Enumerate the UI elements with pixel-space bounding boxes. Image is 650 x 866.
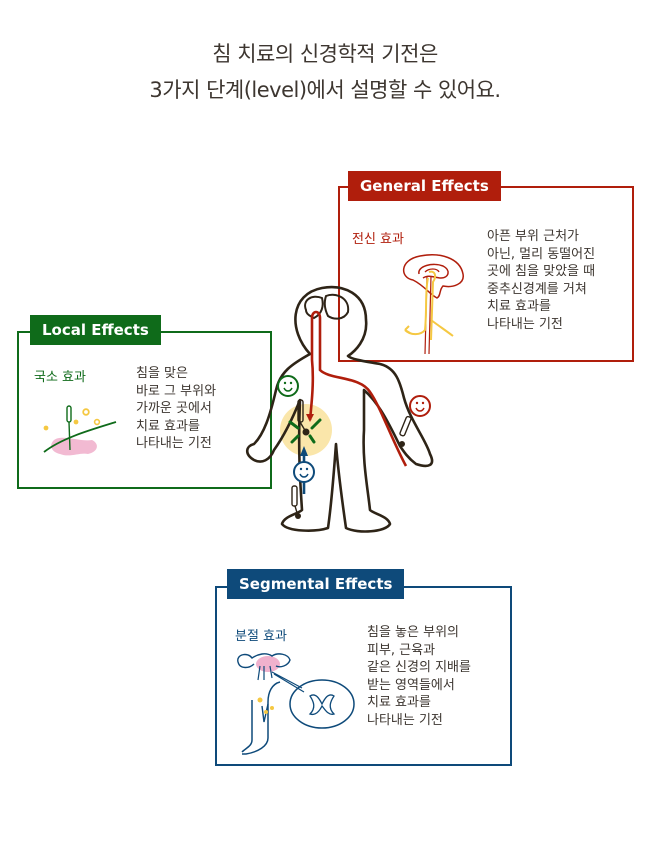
needle-skin-icon <box>43 405 117 456</box>
general-effects-description: 아픈 부위 근처가 아닌, 멀리 동떨어진 곳에 침을 맞았을 때 중추신경계를… <box>487 229 596 332</box>
heading-line-2: 3가지 단계(level)에서 설명할 수 있어요. <box>149 78 501 102</box>
local-effects-subtitle: 국소 효과 <box>34 370 86 385</box>
general-effects-subtitle: 전신 효과 <box>352 232 404 247</box>
heading-line-1: 침 치료의 신경학적 기전은 <box>212 42 438 66</box>
brain-spinal-cord-icon <box>403 254 464 355</box>
segmental-effects-description: 침을 놓은 부위의 피부, 근육과 같은 신경의 지배를 받는 영역들에서 치료… <box>367 625 471 728</box>
local-effects-description: 침을 맞은 바로 그 부위와 가까운 곳에서 치료 효과를 나타내는 기전 <box>136 366 217 451</box>
segmental-effects-tag: Segmental Effects <box>227 569 405 599</box>
segmental-effects-subtitle: 분절 효과 <box>235 629 287 644</box>
general-effects-tag: General Effects <box>348 171 501 201</box>
human-body-outline-icon <box>245 285 434 533</box>
spinal-segment-leg-icon <box>237 653 355 755</box>
local-effects-tag: Local Effects <box>30 315 161 345</box>
